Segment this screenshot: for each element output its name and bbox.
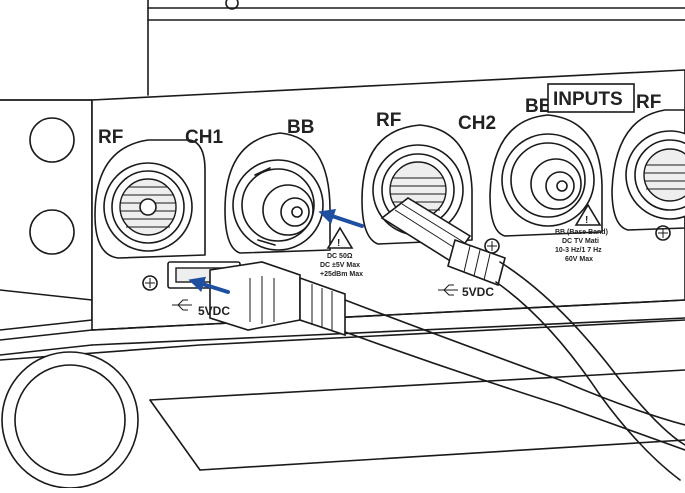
warning-text-2: BB (Base Band) DC TV Mati 10-3 Hz/1 7 Hz… [555,229,608,263]
arrow-bb-input [318,208,364,228]
label-inputs: INPUTS [553,89,623,110]
usb-plug [209,261,685,451]
warning-triangle-icon: ! ! [326,203,602,249]
arrow-usb-port [188,276,230,294]
svg-text:BB (Base Band): BB (Base Band) [555,229,608,236]
label-ch1: CH1 [185,127,223,148]
bnc-ch1-rf [103,162,193,252]
label-bb-1: BB [287,117,314,138]
svg-text:10-3 Hz/1 7 Hz: 10-3 Hz/1 7 Hz [555,247,602,254]
warning-text-1: DC 50Ω DC ±5V Max +25dBm Max [320,253,363,278]
label-rf-1: RF [98,127,123,148]
bnc-ch3-rf [625,130,685,220]
svg-text:DC ±5V Max: DC ±5V Max [320,262,360,269]
label-usb-1: 5VDC [198,304,230,318]
svg-text:DC TV Mati: DC TV Mati [562,238,599,245]
svg-text:!: ! [585,215,588,226]
svg-text:+25dBm Max: +25dBm Max [320,271,363,278]
bnc-ch2-bb [501,133,595,227]
svg-text:!: ! [337,238,340,249]
connector-recesses [94,109,685,259]
label-rf-2: RF [376,110,401,131]
bnc-ch1-bb [232,159,324,251]
usb-icon [172,284,458,311]
bnc-cable [380,197,685,481]
ground-screw-icon [142,225,671,291]
label-usb-2: 5VDC [462,285,494,299]
label-ch2: CH2 [458,113,496,134]
base-body [0,319,685,489]
svg-text:60V Max: 60V Max [565,256,593,263]
svg-text:DC 50Ω: DC 50Ω [327,253,353,260]
inputs-box [547,83,635,113]
label-bb-2: BB [525,96,552,117]
label-rf-3: RF [636,92,661,113]
